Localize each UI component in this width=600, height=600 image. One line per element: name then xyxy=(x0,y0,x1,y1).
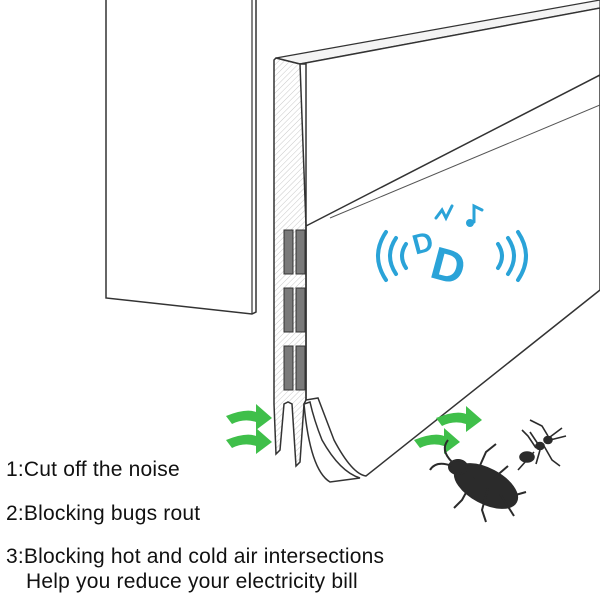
door-panel xyxy=(105,0,257,315)
profile-slots xyxy=(283,229,306,391)
feature-3-caption: 3:Blocking hot and cold air intersection… xyxy=(6,544,384,570)
feature-3-number: 3: xyxy=(6,545,24,568)
feature-3-subtext: Help you reduce your electricity bill xyxy=(26,570,358,593)
feature-1-number: 1: xyxy=(6,458,24,481)
noise-icon: D D xyxy=(376,203,528,295)
airflow-arrow-icon xyxy=(226,404,482,454)
feature-2-number: 2: xyxy=(6,502,24,525)
feature-2-text: Blocking bugs rout xyxy=(23,502,201,525)
door-sweep-strip xyxy=(273,0,600,483)
feature-3-text: Blocking hot and cold air intersections xyxy=(23,545,385,568)
ant-icon xyxy=(517,419,567,471)
feature-1-text: Cut off the noise xyxy=(23,458,180,481)
feature-2-caption: 2:Blocking bugs rout xyxy=(6,501,200,527)
cockroach-icon xyxy=(429,439,527,523)
feature-1-caption: 1:Cut off the noise xyxy=(6,457,180,483)
